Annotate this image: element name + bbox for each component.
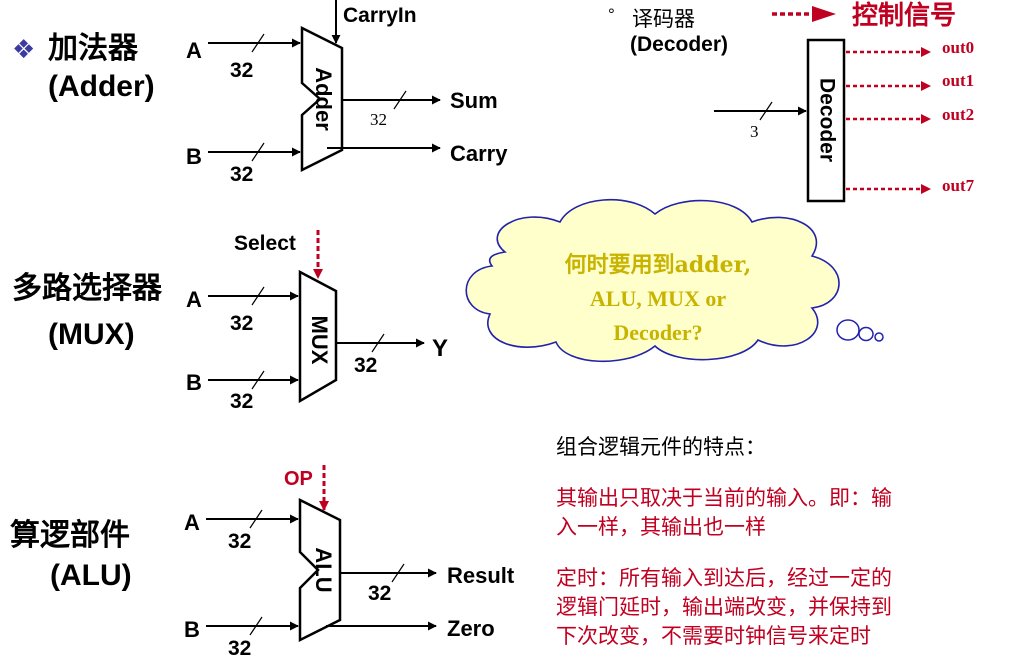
thought-cloud: 何时要用到adder, ALU, MUX or Decoder? <box>465 198 884 363</box>
notes-para2-line: 定时：所有输入到达后，经过一定的 <box>556 566 892 590</box>
notes-para2-line: 下次改变，不需要时钟信号来定时 <box>556 624 871 648</box>
adder-carryin-label: CarryIn <box>343 4 417 27</box>
mux-a-width: 32 <box>230 312 253 335</box>
alu-section: 算逻部件 (ALU) ALU OP A 32 B 32 32 Result Ze… <box>10 465 515 660</box>
mux-title-cn: 多路选择器 <box>12 271 163 306</box>
alu-zero-label: Zero <box>447 616 495 641</box>
decoder-label: Decoder <box>815 78 838 162</box>
mux-select-label: Select <box>234 232 296 255</box>
mux-a-bus-slash <box>251 286 265 306</box>
adder-title-en: (Adder) <box>48 70 155 103</box>
mux-section: 多路选择器 (MUX) MUX Select A 32 B 32 32 Y <box>12 230 448 413</box>
mux-input-b-label: B <box>186 370 202 395</box>
cloud-text-line3: Decoder? <box>613 320 702 345</box>
decoder-out1-label: out1 <box>942 71 974 90</box>
decoder-section: ° 译码器 (Decoder) 控制信号 Decoder 3 out0 out1… <box>608 1 975 203</box>
decoder-bullet-icon: ° <box>608 5 615 24</box>
mux-label: MUX <box>307 316 332 365</box>
mux-y-width: 32 <box>354 354 377 377</box>
mux-input-a-label: A <box>186 287 202 312</box>
adder-input-a-label: A <box>186 38 202 63</box>
mux-y-bus-slash <box>371 333 385 353</box>
decoder-box <box>806 38 846 203</box>
thought-bubble-medium <box>858 326 874 342</box>
alu-label: ALU <box>311 547 336 592</box>
mux-b-width: 32 <box>230 390 253 413</box>
decoder-out7-label: out7 <box>942 176 975 195</box>
alu-shape <box>298 497 342 643</box>
thought-bubble-large <box>836 319 860 341</box>
legend-control-signal: 控制信号 <box>852 1 956 31</box>
adder-label: Adder <box>311 67 336 131</box>
cloud-text-line1: 何时要用到adder, <box>565 252 752 278</box>
alu-result-bus-slash <box>391 563 405 583</box>
decoder-out2-label: out2 <box>942 105 974 124</box>
legend-arrow-icon <box>812 6 836 22</box>
decoder-input-width: 3 <box>750 122 759 141</box>
alu-title-en: (ALU) <box>50 559 132 592</box>
alu-title-cn: 算逻部件 <box>10 518 130 553</box>
notes-paragraph-2: 定时：所有输入到达后，经过一定的 逻辑门延时，输出端改变，并保持到 下次改变，不… <box>556 564 996 651</box>
alu-a-bus-slash <box>249 509 263 529</box>
alu-result-label: Result <box>447 563 515 588</box>
cloud-text-line2: ALU, MUX or <box>590 286 726 311</box>
adder-a-bus-slash <box>251 33 265 53</box>
alu-result-width: 32 <box>368 582 391 605</box>
alu-b-bus-slash <box>249 616 263 636</box>
adder-title-cn: 加法器 <box>48 31 139 66</box>
notes-para1-line: 入一样，其输出也一样 <box>556 515 766 539</box>
mux-shape <box>298 269 338 404</box>
mux-y-label: Y <box>432 335 448 362</box>
notes-para2-line: 逻辑门延时，输出端改变，并保持到 <box>556 595 892 619</box>
notes-paragraph-1: 其输出只取决于当前的输入。即：输 入一样，其输出也一样 <box>556 484 996 542</box>
decoder-title-en: (Decoder) <box>630 33 728 56</box>
adder-a-width: 32 <box>230 59 253 82</box>
alu-op-label: OP <box>284 468 313 490</box>
adder-sum-width: 32 <box>370 110 387 129</box>
adder-bullet-icon: ❖ <box>12 35 35 65</box>
notes-para1-line: 其输出只取决于当前的输入。即：输 <box>556 486 892 510</box>
adder-b-bus-slash <box>251 142 265 162</box>
adder-sum-label: Sum <box>450 88 498 113</box>
adder-input-b-label: B <box>186 144 202 169</box>
decoder-title-cn: 译码器 <box>632 7 695 31</box>
adder-shape <box>300 25 344 173</box>
alu-input-a-label: A <box>184 510 200 535</box>
decoder-out0-label: out0 <box>942 38 974 57</box>
alu-a-width: 32 <box>228 530 251 553</box>
alu-b-width: 32 <box>228 637 251 660</box>
adder-section: ❖ 加法器 (Adder) Adder A 32 B 32 CarryIn 32… <box>12 0 508 186</box>
notes-heading: 组合逻辑元件的特点： <box>556 435 766 459</box>
decoder-bus-slash <box>759 101 773 121</box>
adder-b-width: 32 <box>230 163 253 186</box>
thought-bubble-small <box>874 332 884 342</box>
mux-b-bus-slash <box>251 370 265 390</box>
adder-carry-label: Carry <box>450 141 508 166</box>
mux-title-en: (MUX) <box>48 318 135 351</box>
thought-cloud-shape <box>465 198 840 363</box>
alu-input-b-label: B <box>184 617 200 642</box>
adder-sum-bus-slash <box>393 90 407 110</box>
